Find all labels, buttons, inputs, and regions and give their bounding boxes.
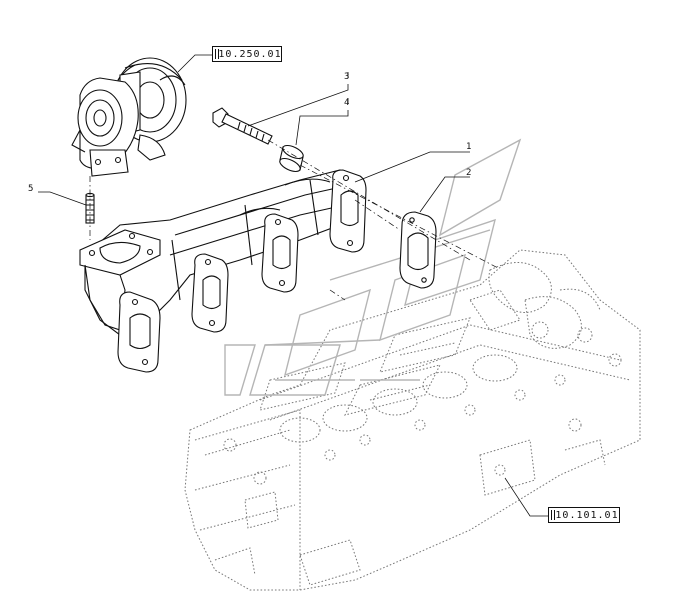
callout-number-2: 2 [466,168,472,178]
bolt [212,107,273,145]
turbocharger-reference-box[interactable]: 10.250.01 [212,46,282,62]
turbocharger [71,57,187,177]
exhaust-manifold [79,169,367,373]
callout-number-5: 5 [28,184,34,194]
gasket [399,211,437,289]
engine-block-reference-box[interactable]: 10.101.01 [548,507,620,523]
engine-block-ghost [184,249,641,591]
callout-number-4: 4 [344,98,350,108]
spacer-sleeve [279,144,304,173]
callout-number-3: 3 [344,72,350,82]
callout-number-1: 1 [466,142,472,152]
assembly-axis-lines [89,139,499,301]
watermark-logo [224,138,522,396]
leader-lines [38,54,548,517]
